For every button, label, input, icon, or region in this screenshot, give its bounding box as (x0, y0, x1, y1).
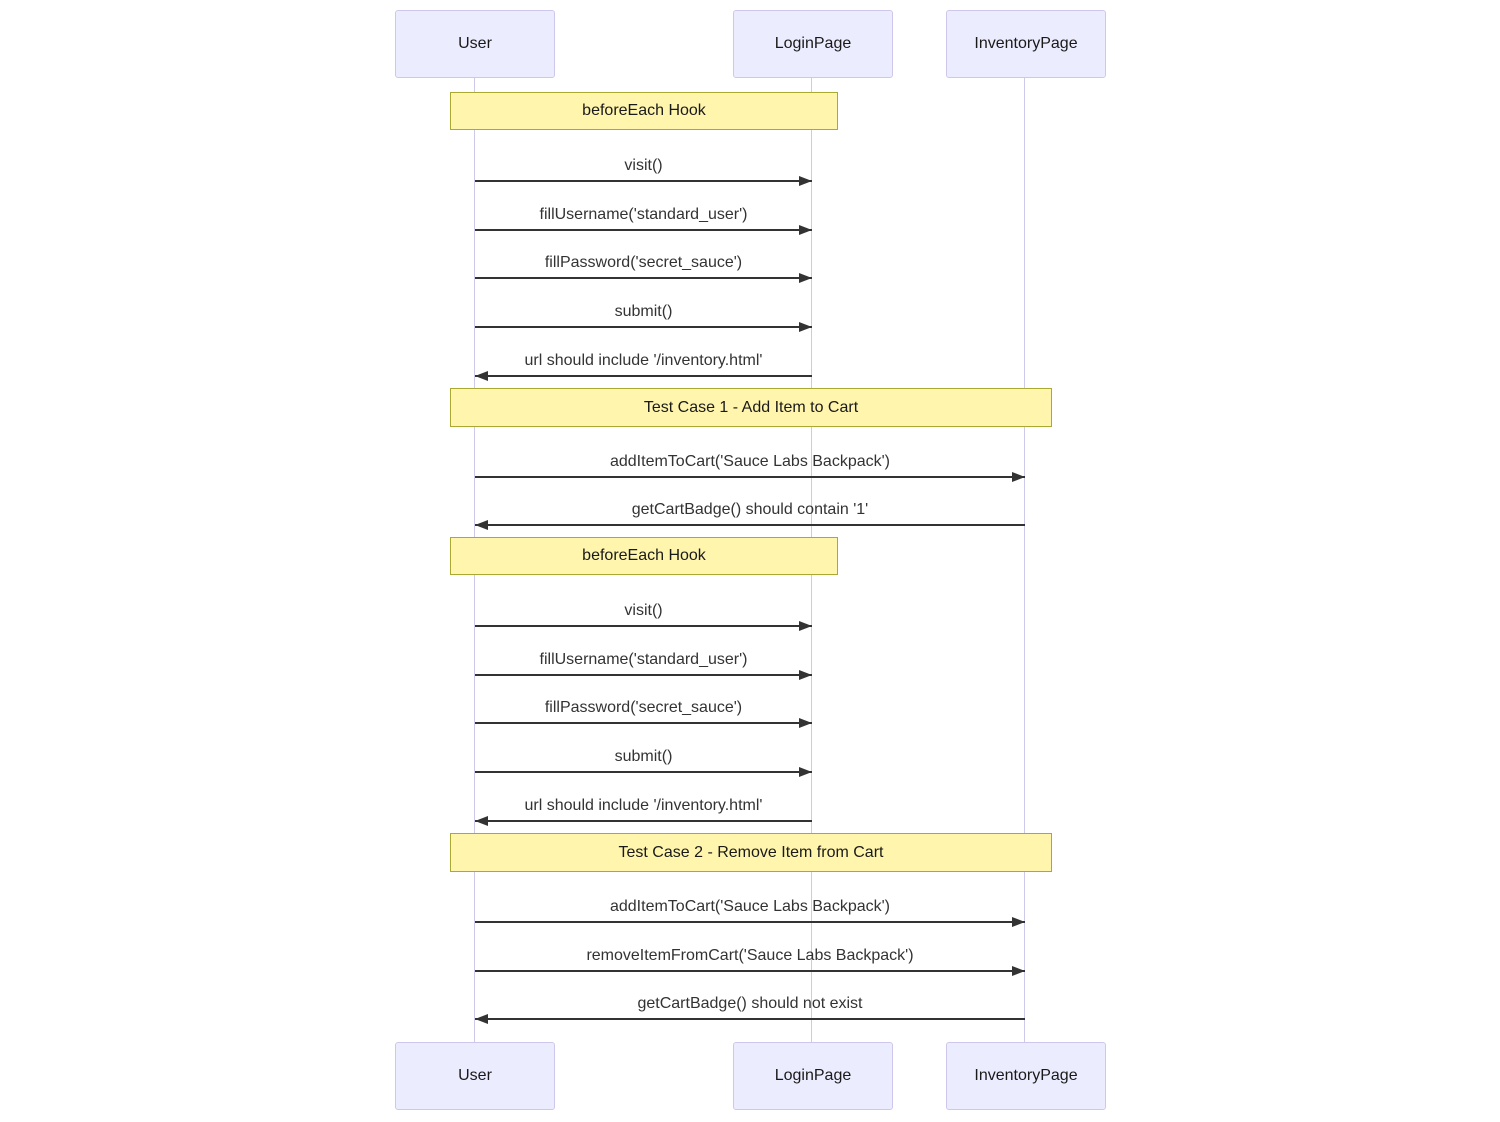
message-line (475, 966, 1025, 976)
note-label: Test Case 1 - Add Item to Cart (643, 398, 859, 416)
message-line (475, 520, 1025, 530)
arrowhead-right-icon (799, 767, 812, 777)
actor-label: User (458, 35, 492, 52)
actor-label: InventoryPage (974, 1067, 1078, 1084)
message-url-assert: url should include '/inventory.html' (475, 345, 812, 381)
message-line (475, 472, 1025, 482)
message-line (475, 718, 812, 728)
actor-loginpage-bottom: LoginPage (733, 1042, 893, 1110)
message-label: addItemToCart('Sauce Labs Backpack') (609, 898, 891, 915)
message-cart-badge-contain: getCartBadge() should contain '1' (475, 494, 1025, 530)
arrowhead-right-icon (799, 225, 812, 235)
note-before-each-hook-1: beforeEach Hook (450, 92, 838, 130)
actor-label: LoginPage (774, 35, 852, 52)
note-label: Test Case 2 - Remove Item from Cart (618, 843, 884, 861)
message-label: getCartBadge() should contain '1' (631, 501, 869, 518)
actor-inventorypage-bottom: InventoryPage (946, 1042, 1106, 1110)
message-label: fillUsername('standard_user') (539, 206, 748, 223)
message-label: visit() (624, 602, 663, 619)
note-label: beforeEach Hook (582, 102, 706, 119)
arrowhead-right-icon (799, 322, 812, 332)
arrowhead-right-icon (1012, 472, 1025, 482)
message-line (475, 621, 812, 631)
actor-inventorypage-top: InventoryPage (946, 10, 1106, 78)
message-submit: submit() (475, 296, 812, 332)
message-line (475, 273, 812, 283)
message-line (475, 917, 1025, 927)
message-line (475, 371, 812, 381)
message-line (475, 816, 812, 826)
arrowhead-right-icon (799, 273, 812, 283)
message-label: fillPassword('secret_sauce') (544, 254, 743, 271)
actor-label: InventoryPage (974, 35, 1078, 52)
actor-loginpage-top: LoginPage (733, 10, 893, 78)
message-line (475, 1014, 1025, 1024)
note-label: beforeEach Hook (582, 547, 706, 564)
message-label: url should include '/inventory.html' (524, 797, 763, 814)
message-label: submit() (614, 303, 673, 320)
actor-user-bottom: User (395, 1042, 555, 1110)
message-add-item: addItemToCart('Sauce Labs Backpack') (475, 891, 1025, 927)
message-label: visit() (624, 157, 663, 174)
arrowhead-left-icon (475, 816, 488, 826)
arrowhead-right-icon (799, 670, 812, 680)
message-visit: visit() (475, 595, 812, 631)
note-test-case-2: Test Case 2 - Remove Item from Cart (450, 833, 1052, 872)
message-fill-username: fillUsername('standard_user') (475, 644, 812, 680)
arrowhead-right-icon (1012, 917, 1025, 927)
message-line (475, 670, 812, 680)
message-fill-password: fillPassword('secret_sauce') (475, 247, 812, 283)
arrowhead-left-icon (475, 520, 488, 530)
arrowhead-right-icon (799, 621, 812, 631)
arrowhead-right-icon (799, 176, 812, 186)
message-line (475, 767, 812, 777)
message-label: getCartBadge() should not exist (637, 995, 863, 1012)
message-submit: submit() (475, 741, 812, 777)
arrowhead-right-icon (1012, 966, 1025, 976)
note-before-each-hook-2: beforeEach Hook (450, 537, 838, 575)
arrowhead-left-icon (475, 371, 488, 381)
message-add-item: addItemToCart('Sauce Labs Backpack') (475, 446, 1025, 482)
message-cart-badge-not-exist: getCartBadge() should not exist (475, 988, 1025, 1024)
message-label: addItemToCart('Sauce Labs Backpack') (609, 453, 891, 470)
actor-label: LoginPage (774, 1067, 852, 1084)
message-label: removeItemFromCart('Sauce Labs Backpack'… (586, 947, 914, 964)
message-label: fillUsername('standard_user') (539, 651, 748, 668)
message-remove-item: removeItemFromCart('Sauce Labs Backpack'… (475, 940, 1025, 976)
message-line (475, 225, 812, 235)
message-line (475, 176, 812, 186)
message-label: fillPassword('secret_sauce') (544, 699, 743, 716)
actor-label: User (458, 1067, 492, 1084)
message-label: url should include '/inventory.html' (524, 352, 763, 369)
arrowhead-right-icon (799, 718, 812, 728)
message-visit: visit() (475, 150, 812, 186)
message-label: submit() (614, 748, 673, 765)
message-url-assert: url should include '/inventory.html' (475, 790, 812, 826)
message-fill-username: fillUsername('standard_user') (475, 199, 812, 235)
note-test-case-1: Test Case 1 - Add Item to Cart (450, 388, 1052, 427)
message-line (475, 322, 812, 332)
arrowhead-left-icon (475, 1014, 488, 1024)
actor-user-top: User (395, 10, 555, 78)
message-fill-password: fillPassword('secret_sauce') (475, 692, 812, 728)
lifeline-inventorypage (1024, 78, 1025, 1042)
